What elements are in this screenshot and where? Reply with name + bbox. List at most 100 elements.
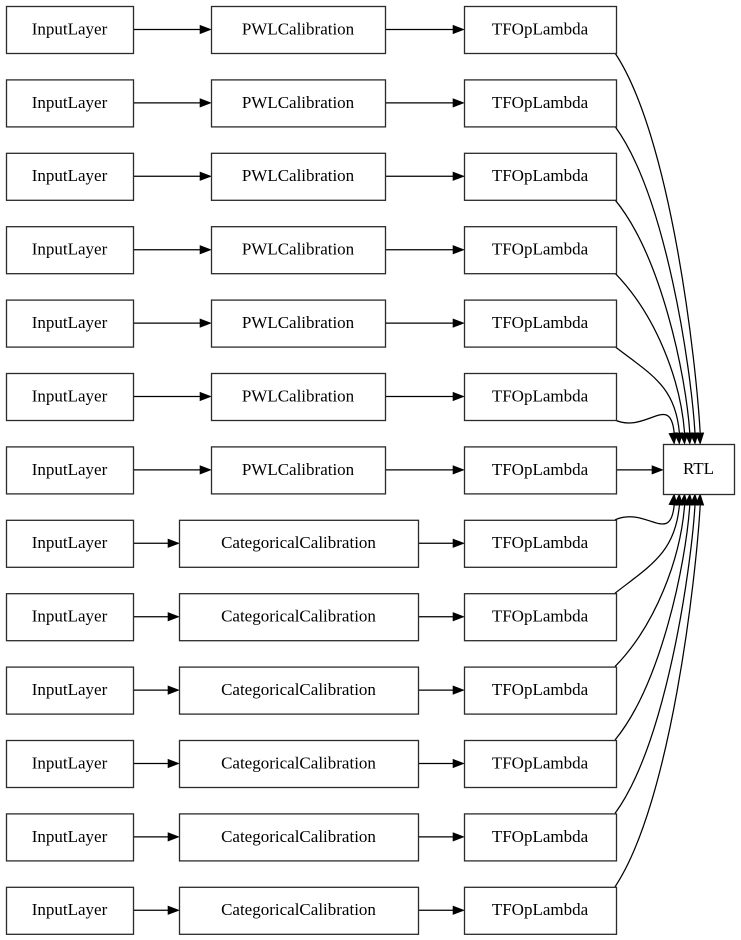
node-tf-op-lambda-12[interactable]: TFOpLambda: [463, 813, 618, 862]
node-calibration-4-rect[interactable]: [210, 226, 387, 275]
node-input-layer-4-rect[interactable]: [5, 226, 135, 275]
node-tf-op-lambda-10-rect[interactable]: [463, 666, 618, 715]
node-calibration-8-rect[interactable]: [178, 519, 420, 568]
node-input-layer-10-label: InputLayer: [32, 680, 108, 699]
node-input-layer-12-rect[interactable]: [5, 813, 135, 862]
node-input-layer-3-rect[interactable]: [5, 152, 135, 201]
node-tf-op-lambda-1[interactable]: TFOpLambda: [463, 5, 618, 55]
node-calibration-1[interactable]: PWLCalibration: [210, 5, 387, 55]
node-input-layer-1[interactable]: InputLayer: [5, 5, 135, 55]
edge-calibration-to-lambda-9-arrowhead: [452, 612, 465, 622]
node-tf-op-lambda-6-rect[interactable]: [463, 372, 618, 422]
node-calibration-6-rect[interactable]: [210, 372, 387, 422]
node-input-layer-6[interactable]: InputLayer: [5, 372, 135, 422]
node-rtl-label: RTL: [683, 459, 714, 478]
node-input-layer-10-rect[interactable]: [5, 666, 135, 715]
node-input-layer-13-rect[interactable]: [5, 886, 135, 935]
node-input-layer-5[interactable]: InputLayer: [5, 299, 135, 348]
node-calibration-9[interactable]: CategoricalCalibration: [178, 593, 420, 642]
node-tf-op-lambda-8[interactable]: TFOpLambda: [463, 519, 618, 568]
node-tf-op-lambda-9-rect[interactable]: [463, 593, 618, 642]
edge-input-to-calibration-8-arrowhead: [167, 538, 180, 548]
node-rtl[interactable]: RTL: [662, 443, 736, 496]
node-input-layer-10[interactable]: InputLayer: [5, 666, 135, 715]
node-tf-op-lambda-13-rect[interactable]: [463, 886, 618, 935]
node-input-layer-6-rect[interactable]: [5, 372, 135, 422]
node-input-layer-13-label: InputLayer: [32, 900, 108, 919]
node-calibration-8[interactable]: CategoricalCalibration: [178, 519, 420, 568]
node-input-layer-1-rect[interactable]: [5, 5, 135, 55]
node-input-layer-2-rect[interactable]: [5, 79, 135, 128]
node-calibration-3[interactable]: PWLCalibration: [210, 152, 387, 201]
node-input-layer-11-rect[interactable]: [5, 739, 135, 789]
node-calibration-4-label: PWLCalibration: [242, 240, 355, 259]
node-calibration-12[interactable]: CategoricalCalibration: [178, 813, 420, 862]
node-input-layer-8-rect[interactable]: [5, 519, 135, 568]
node-tf-op-lambda-11-rect[interactable]: [463, 739, 618, 789]
node-input-layer-7[interactable]: InputLayer: [5, 446, 135, 495]
node-calibration-11[interactable]: CategoricalCalibration: [178, 739, 420, 789]
node-tf-op-lambda-7-rect[interactable]: [463, 446, 618, 495]
node-rtl-rect[interactable]: [662, 443, 736, 496]
node-calibration-13-rect[interactable]: [178, 886, 420, 935]
node-input-layer-3[interactable]: InputLayer: [5, 152, 135, 201]
node-input-layer-11[interactable]: InputLayer: [5, 739, 135, 789]
node-tf-op-lambda-7[interactable]: TFOpLambda: [463, 446, 618, 495]
node-tf-op-lambda-11[interactable]: TFOpLambda: [463, 739, 618, 789]
node-tf-op-lambda-2[interactable]: TFOpLambda: [463, 79, 618, 128]
node-tf-op-lambda-3[interactable]: TFOpLambda: [463, 152, 618, 201]
node-input-layer-8[interactable]: InputLayer: [5, 519, 135, 568]
edge-input-to-calibration-12-arrowhead: [167, 832, 180, 842]
node-calibration-5-rect[interactable]: [210, 299, 387, 348]
node-tf-op-lambda-2-rect[interactable]: [463, 79, 618, 128]
node-calibration-10-label: CategoricalCalibration: [221, 680, 376, 699]
node-tf-op-lambda-5-rect[interactable]: [463, 299, 618, 348]
node-calibration-13[interactable]: CategoricalCalibration: [178, 886, 420, 935]
edge-lambda-to-rtl-6-arrowhead: [668, 432, 678, 445]
node-input-layer-12[interactable]: InputLayer: [5, 813, 135, 862]
node-calibration-12-rect[interactable]: [178, 813, 420, 862]
node-tf-op-lambda-9[interactable]: TFOpLambda: [463, 593, 618, 642]
node-tf-op-lambda-6[interactable]: TFOpLambda: [463, 372, 618, 422]
edge-lambda-to-rtl-12-line: [614, 504, 696, 814]
node-input-layer-7-rect[interactable]: [5, 446, 135, 495]
node-tf-op-lambda-13[interactable]: TFOpLambda: [463, 886, 618, 935]
node-tf-op-lambda-8-rect[interactable]: [463, 519, 618, 568]
node-calibration-7[interactable]: PWLCalibration: [210, 446, 387, 495]
node-calibration-7-rect[interactable]: [210, 446, 387, 495]
node-calibration-10-rect[interactable]: [178, 666, 420, 715]
node-input-layer-4[interactable]: InputLayer: [5, 226, 135, 275]
node-input-layer-5-rect[interactable]: [5, 299, 135, 348]
node-tf-op-lambda-4-rect[interactable]: [463, 226, 618, 275]
edge-calibration-to-lambda-1-arrowhead: [452, 24, 465, 35]
edge-input-to-calibration-5-arrowhead: [199, 318, 212, 328]
node-tf-op-lambda-10[interactable]: TFOpLambda: [463, 666, 618, 715]
node-calibration-5[interactable]: PWLCalibration: [210, 299, 387, 348]
node-calibration-9-rect[interactable]: [178, 593, 420, 642]
node-tf-op-lambda-1-rect[interactable]: [463, 5, 618, 55]
node-input-layer-2[interactable]: InputLayer: [5, 79, 135, 128]
edge-calibration-to-lambda-8-arrowhead: [452, 538, 465, 548]
node-tf-op-lambda-5[interactable]: TFOpLambda: [463, 299, 618, 348]
node-calibration-3-rect[interactable]: [210, 152, 387, 201]
node-calibration-10[interactable]: CategoricalCalibration: [178, 666, 420, 715]
node-calibration-6[interactable]: PWLCalibration: [210, 372, 387, 422]
node-tf-op-lambda-12-rect[interactable]: [463, 813, 618, 862]
node-calibration-2[interactable]: PWLCalibration: [210, 79, 387, 128]
edge-lambda-to-rtl-6-line: [614, 413, 675, 434]
node-calibration-4[interactable]: PWLCalibration: [210, 226, 387, 275]
edge-calibration-to-lambda-11-arrowhead: [452, 758, 465, 769]
edge-lambda-to-rtl-7-arrowhead: [651, 465, 664, 475]
node-calibration-2-rect[interactable]: [210, 79, 387, 128]
node-tf-op-lambda-3-rect[interactable]: [463, 152, 618, 201]
node-tf-op-lambda-4[interactable]: TFOpLambda: [463, 226, 618, 275]
edge-lambda-to-rtl-11-line: [614, 504, 691, 741]
edge-lambda-to-rtl-13-line: [614, 504, 701, 888]
node-input-layer-8-label: InputLayer: [32, 533, 108, 552]
node-input-layer-13[interactable]: InputLayer: [5, 886, 135, 935]
node-calibration-11-rect[interactable]: [178, 739, 420, 789]
node-input-layer-9-rect[interactable]: [5, 593, 135, 642]
node-input-layer-9[interactable]: InputLayer: [5, 593, 135, 642]
node-calibration-1-rect[interactable]: [210, 5, 387, 55]
